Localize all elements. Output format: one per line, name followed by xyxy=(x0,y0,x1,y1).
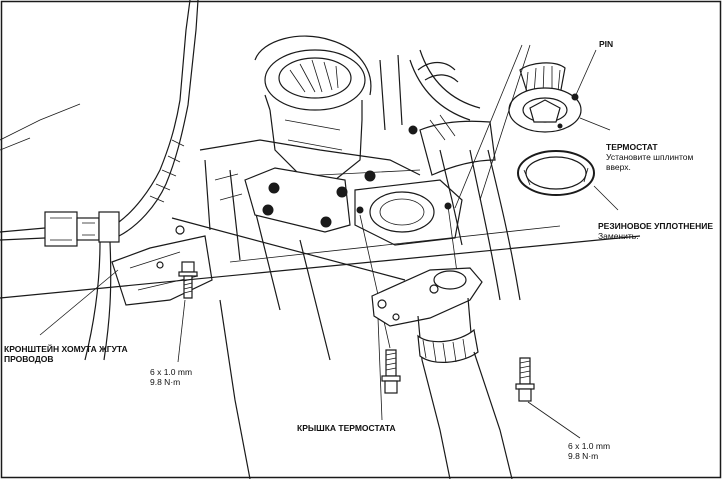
right-bolt-size: 6 x 1.0 mm xyxy=(568,441,611,451)
seal-title: РЕЗИНОВОЕ УПЛОТНЕНИЕ xyxy=(598,221,713,231)
right-bolt-leader xyxy=(527,401,581,439)
thermostat-leader xyxy=(579,117,611,131)
seal-note: Заменить. xyxy=(598,231,639,241)
bracket-leader xyxy=(39,269,119,336)
bracket-bolt xyxy=(178,261,198,299)
thermostat xyxy=(508,62,582,133)
hoses xyxy=(379,49,521,301)
left-bolt-torque: 9.8 N·m xyxy=(150,377,181,387)
left-bolt-size: 6 x 1.0 mm xyxy=(150,367,193,377)
seal-leader xyxy=(593,185,619,211)
cover-leader xyxy=(377,317,383,421)
wiring-harness xyxy=(0,0,199,361)
pump-housing xyxy=(254,35,372,181)
cover-title: КРЫШКА ТЕРМОСТАТА xyxy=(297,423,396,433)
pin-label: PIN xyxy=(599,39,614,49)
mounting-flange xyxy=(244,167,463,246)
pin-leader xyxy=(574,49,597,98)
harness-bracket xyxy=(111,225,213,306)
bracket-title-line-1: КРОНШТЕЙН ХОМУТА ЖГУТА xyxy=(4,344,128,354)
thermostat-title: ТЕРМОСТАТ xyxy=(606,142,658,152)
cover-bolt-right xyxy=(515,357,535,402)
thermostat-note-line-2: вверх. xyxy=(606,162,631,172)
engine-housing xyxy=(199,139,421,479)
bracket-title-line-2: ПРОВОДОВ xyxy=(4,354,54,364)
guide-line-2 xyxy=(171,217,406,281)
guide-line-1 xyxy=(0,235,641,299)
left-bolt-leader xyxy=(177,299,186,363)
cover-bolt-left xyxy=(381,349,401,394)
flange-bolts xyxy=(262,125,452,228)
rubber-seal xyxy=(517,150,595,196)
thermostat-cover xyxy=(371,267,513,479)
right-bolt-torque: 9.8 N·m xyxy=(568,451,599,461)
thermostat-note-line-1: Установите шплинтом xyxy=(606,152,694,162)
